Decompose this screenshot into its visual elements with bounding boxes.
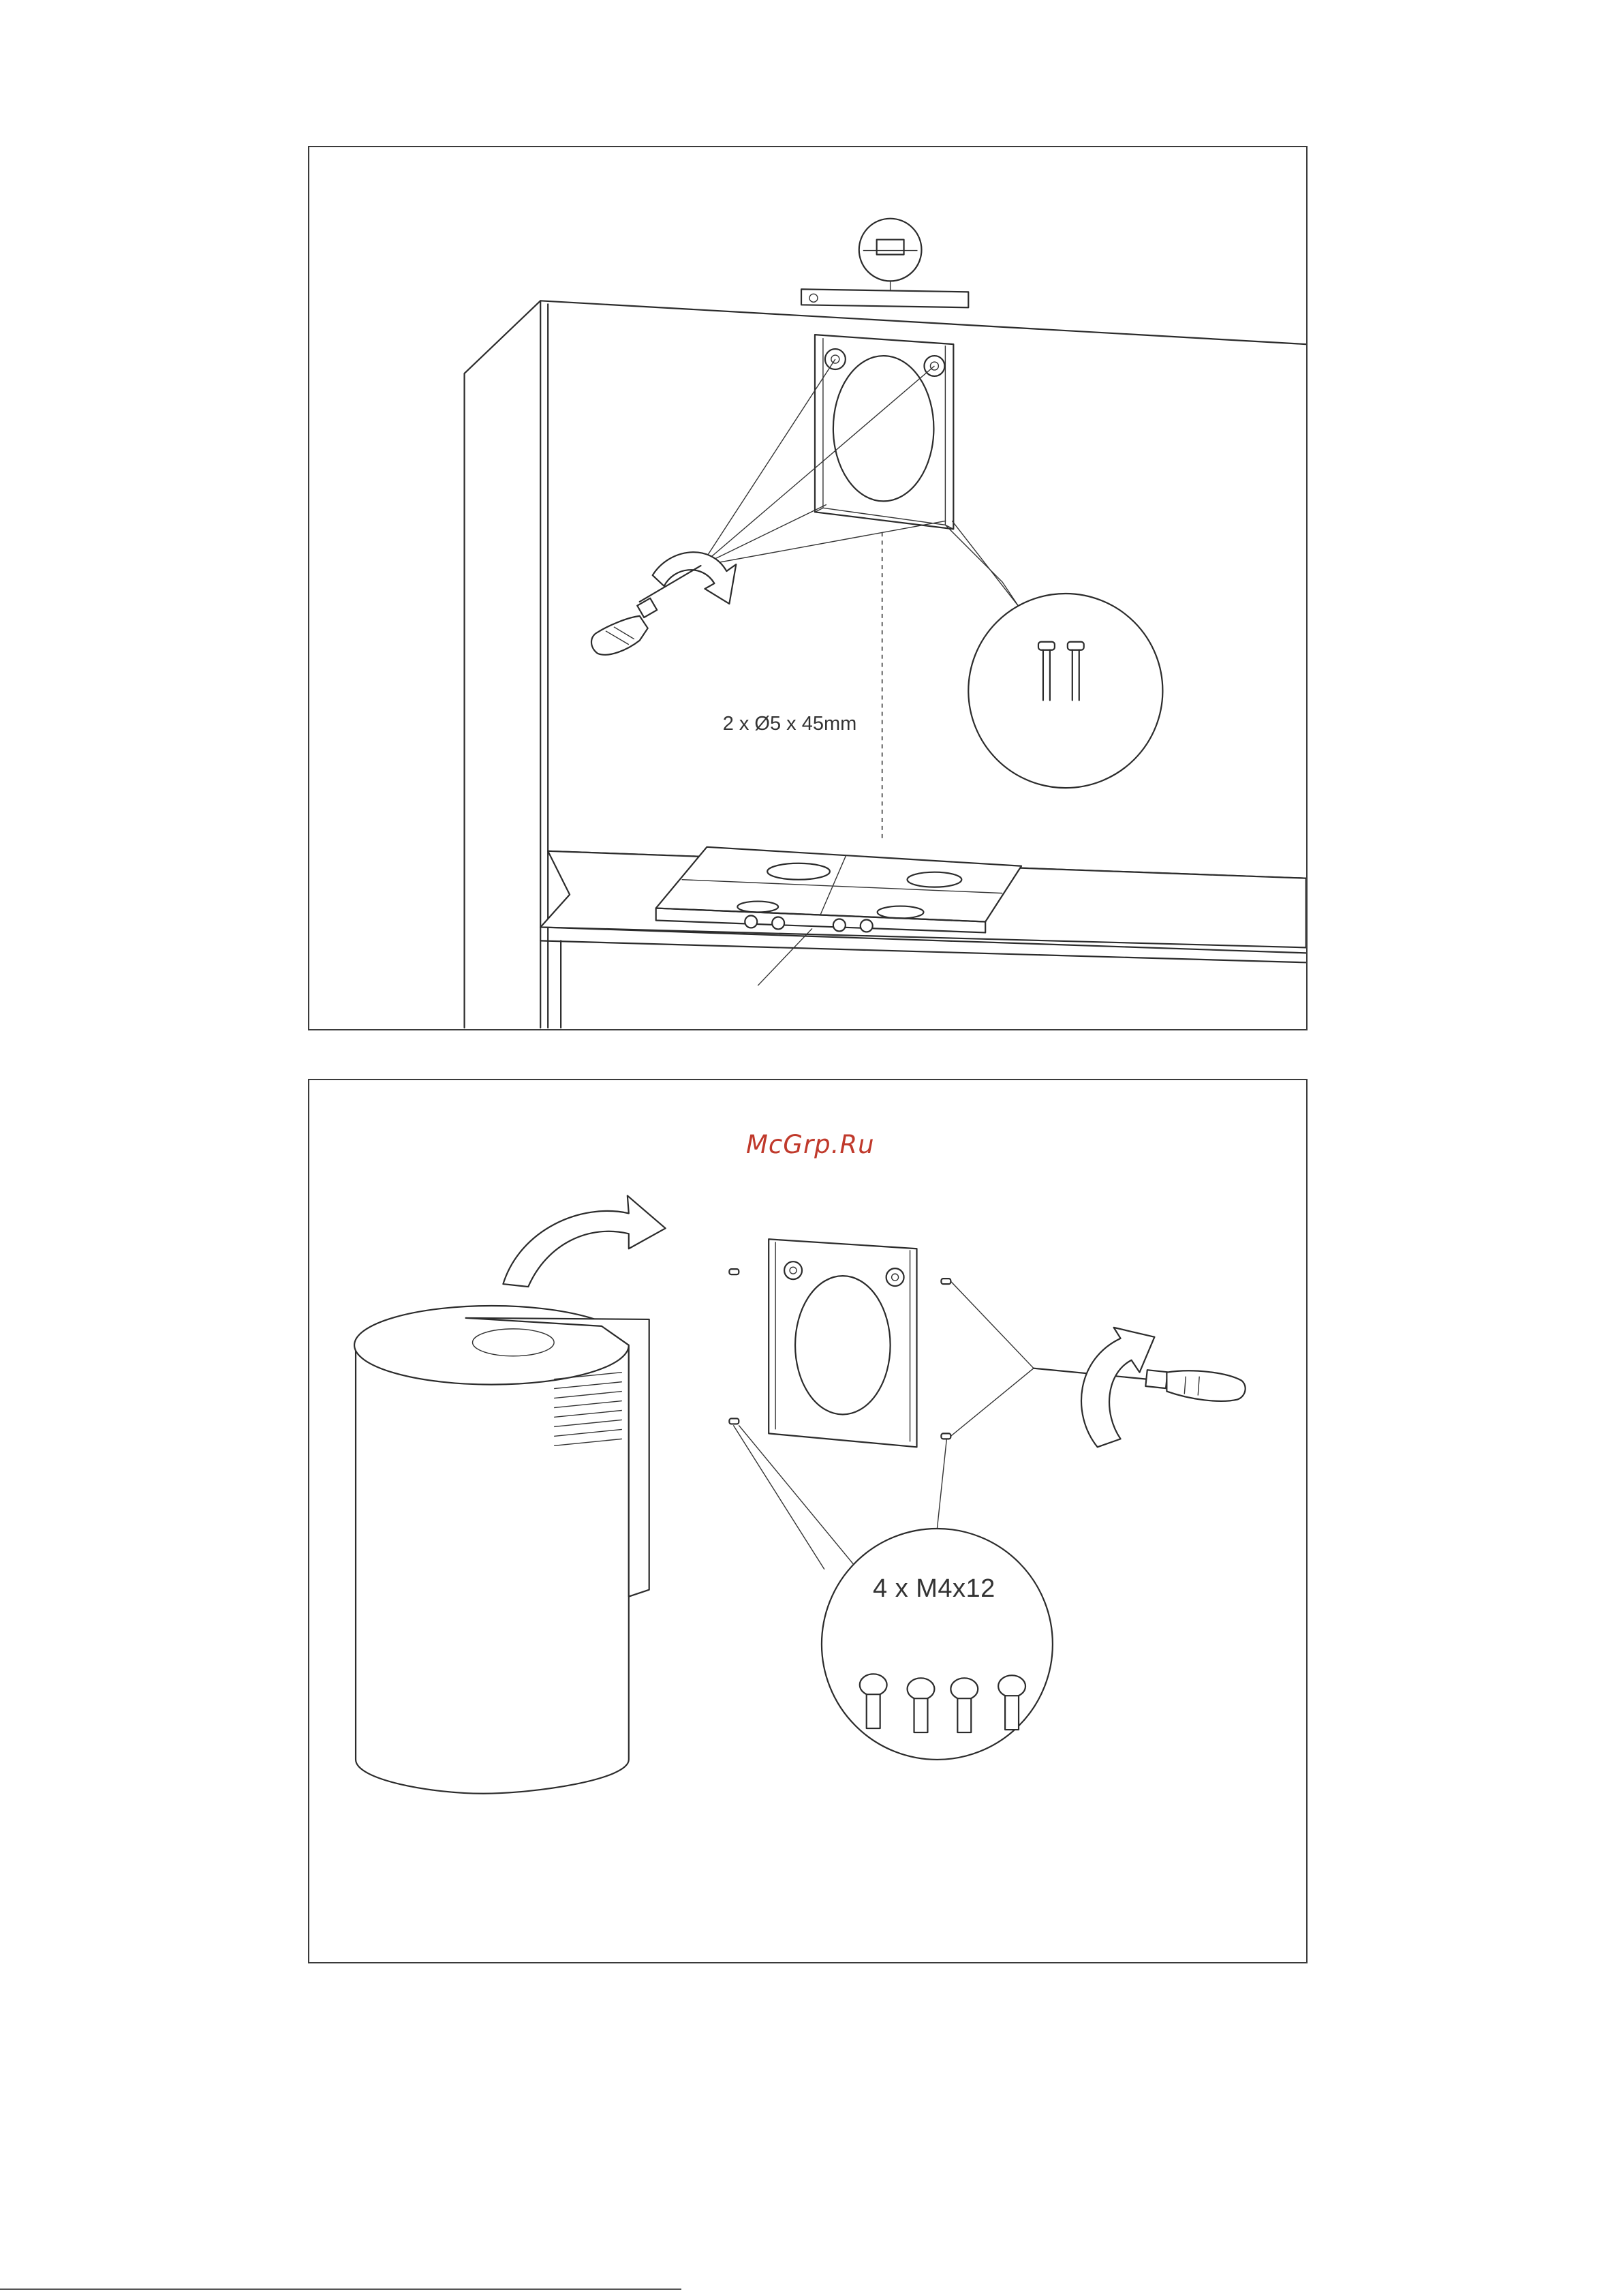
callout-leader [733,1425,824,1569]
screw-spec-label: 4 x M4x12 [873,1574,995,1604]
screwdriver-icon [591,566,701,655]
spirit-level [801,219,968,308]
screw-spec-label: 2 x Ø5 x 45mm [723,713,857,735]
watermark: McGrp.Ru [746,1130,875,1159]
screwdriver-icon [1034,1368,1246,1401]
screw-callout-circle [968,594,1162,788]
rotation-arrow-icon [1081,1328,1154,1447]
screw-guide-lines [950,1281,1034,1368]
step-panel-wall-bracket: 2 x Ø5 x 45mm [308,146,1308,1030]
rotation-arrow-icon [653,552,737,604]
page-footer-rule [0,2289,681,2290]
mounting-bracket [815,335,953,529]
hood-bracket-illustration [309,1080,1306,1962]
wall-bracket-illustration [309,147,1306,1029]
cylinder-hood [354,1306,649,1794]
flip-arrow-icon [503,1195,665,1287]
callout-leader [945,525,1019,607]
mounting-bracket [769,1239,916,1447]
step-panel-hood-bracket: 4 x M4x12 [308,1079,1308,1963]
